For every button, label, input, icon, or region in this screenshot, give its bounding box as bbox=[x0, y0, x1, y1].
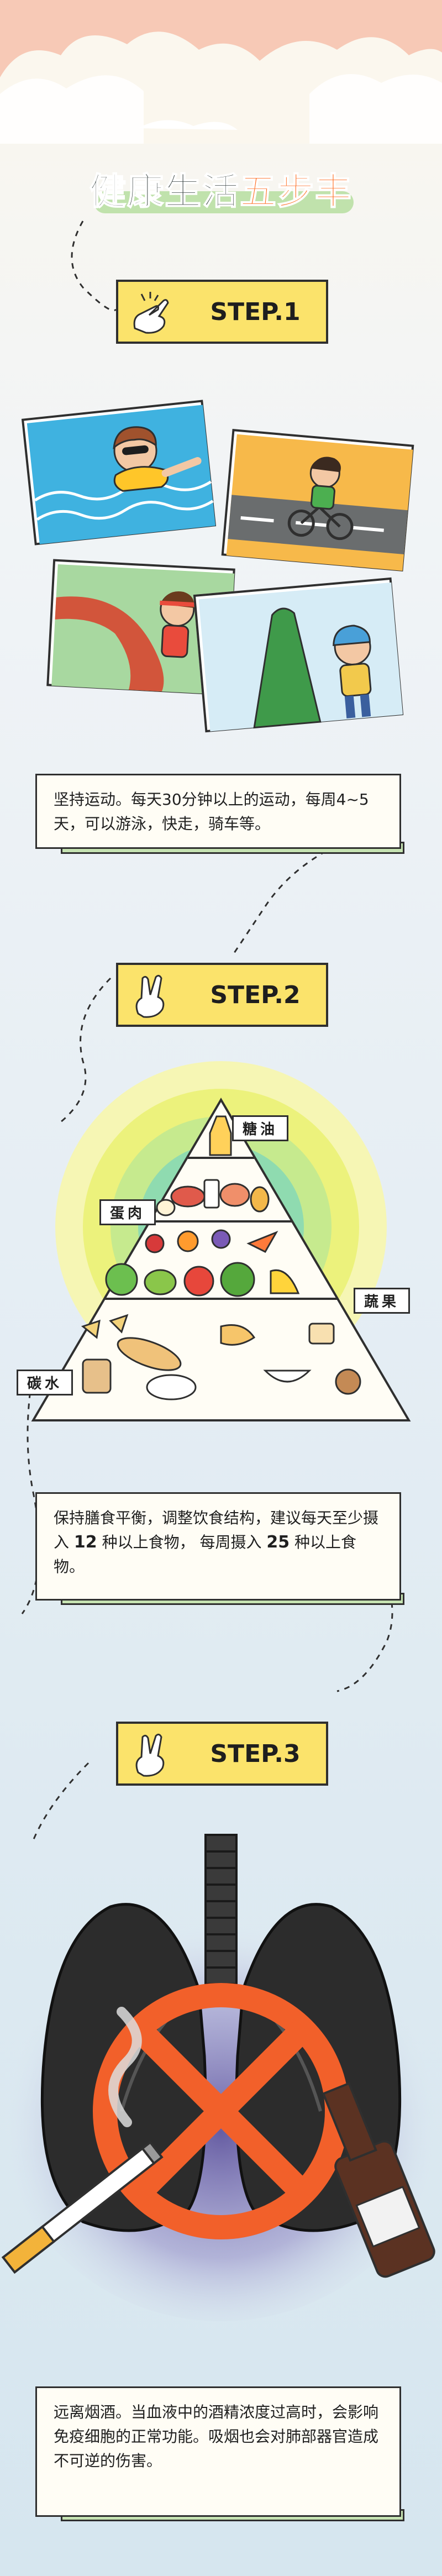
label-veg-fruit: 蔬果 bbox=[354, 1288, 411, 1314]
step2-num2: 25 bbox=[266, 1533, 290, 1552]
cloud-decoration bbox=[0, 0, 442, 144]
step2-banner: STEP.2 bbox=[116, 963, 328, 1027]
step2-description-pre: 保持膳食平衡，调整饮食结构，建议每天至少摄入 bbox=[54, 1509, 379, 1551]
page-title: 健康生活五步丰 bbox=[0, 161, 442, 222]
step2-text: 保持膳食平衡，调整饮食结构，建议每天至少摄入 12 种以上食物， 每周摄入 25… bbox=[35, 1492, 401, 1601]
title-highlight-band bbox=[94, 191, 354, 213]
food-pyramid bbox=[31, 1061, 411, 1421]
victory-hand-icon bbox=[135, 974, 165, 1018]
walking-photo bbox=[193, 577, 404, 733]
step2-num1: 12 bbox=[73, 1533, 97, 1552]
running-photo bbox=[46, 559, 235, 696]
step2-description-post: 种以上食物。 bbox=[54, 1533, 357, 1576]
step1-description: 坚持运动。每天30分钟以上的运动，每周4~5天，可以游泳，快走，骑车等。 bbox=[54, 790, 369, 833]
step1-text: 坚持运动。每天30分钟以上的运动，每周4~5天，可以游泳，快走，骑车等。 bbox=[35, 774, 401, 849]
step1-banner: STEP.1 bbox=[116, 280, 328, 344]
victory-hand-icon bbox=[135, 1733, 165, 1777]
step3-text: 远离烟酒。当血液中的酒精浓度过高时，会影响免疫细胞的正常功能。吸烟也会对肺部器官… bbox=[35, 2386, 401, 2517]
step3-description: 远离烟酒。当血液中的酒精浓度过高时，会影响免疫细胞的正常功能。吸烟也会对肺部器官… bbox=[54, 2403, 379, 2470]
step3-label: STEP.3 bbox=[210, 1739, 301, 1768]
label-carbs: 碳水 bbox=[17, 1370, 73, 1395]
step1-label: STEP.1 bbox=[210, 297, 301, 326]
cycling-photo bbox=[221, 429, 414, 571]
lungs-no-smoking-illustration bbox=[0, 1834, 442, 2321]
swimming-photo bbox=[21, 400, 217, 545]
step2-label: STEP.2 bbox=[210, 980, 301, 1009]
step3-banner: STEP.3 bbox=[116, 1722, 328, 1786]
label-egg-meat: 蛋肉 bbox=[99, 1199, 156, 1225]
pointing-hand-icon bbox=[133, 292, 169, 334]
label-sugar-oil: 糖油 bbox=[232, 1115, 289, 1141]
title-part2: 五步丰 bbox=[239, 170, 352, 213]
title-part1: 健康生活 bbox=[89, 170, 240, 213]
step2-description-mid: 种以上食物， 每周摄入 bbox=[102, 1533, 262, 1551]
